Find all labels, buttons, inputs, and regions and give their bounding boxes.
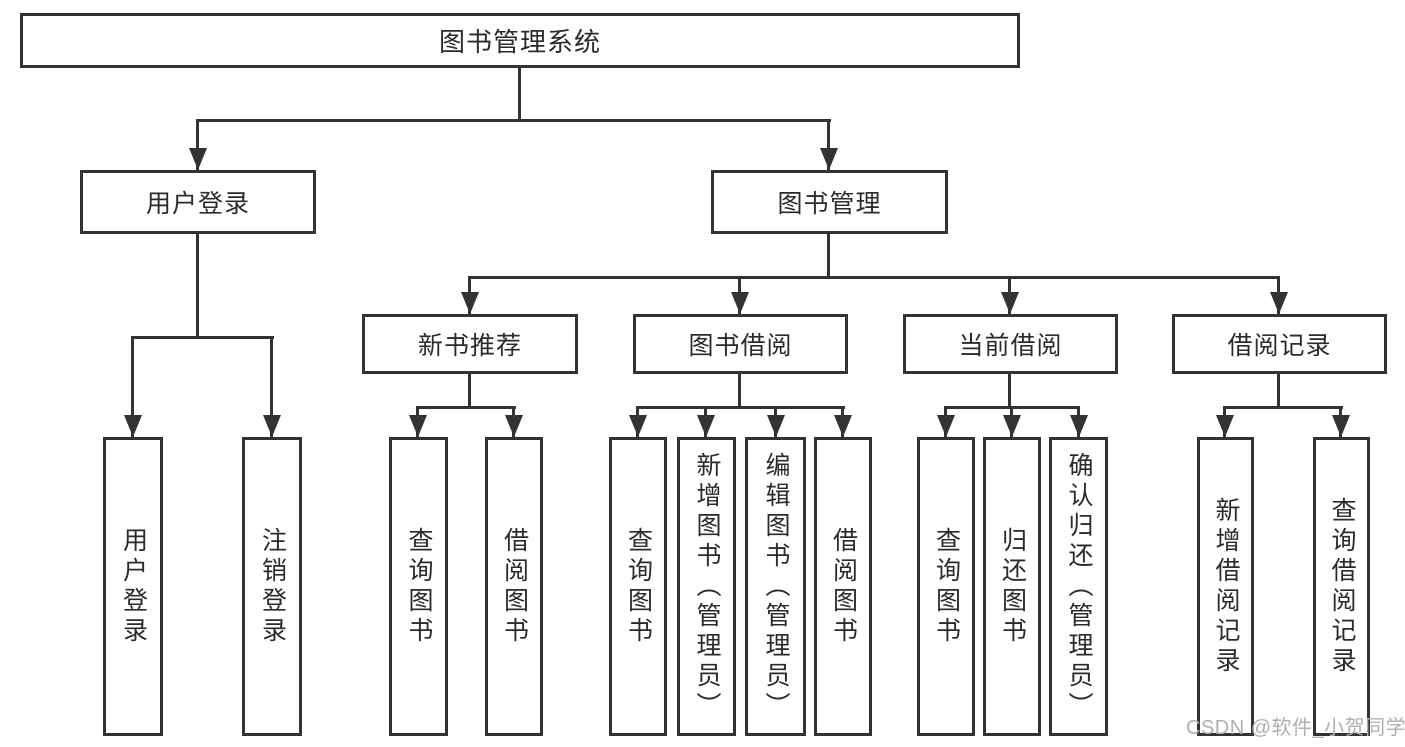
arrow-down-icon [461, 292, 479, 314]
leaf-add-books-admin: 新增图书（管理员） [677, 437, 736, 736]
node-borrowing-records: 借阅记录 [1172, 314, 1387, 374]
leaf-borrow-books-rec: 借阅图书 [485, 437, 543, 736]
connector-line [196, 119, 831, 122]
arrow-down-icon [1332, 415, 1350, 437]
leaf-logout: 注销登录 [242, 437, 302, 736]
arrow-down-icon [1003, 415, 1021, 437]
watermark: CSDN @软件_小贺同学 [1186, 717, 1405, 739]
arrow-down-icon [409, 415, 427, 437]
leaf-label: 归还图书 [998, 526, 1027, 647]
connector-line [468, 276, 1280, 279]
connector-line [196, 119, 199, 170]
leaf-add-borrow-record: 新增借阅记录 [1197, 437, 1254, 736]
arrow-down-icon [937, 415, 955, 437]
leaf-label: 编辑图书（管理员） [762, 451, 790, 722]
leaf-query-borrow-record: 查询借阅记录 [1313, 437, 1370, 736]
leaf-label: 用户登录 [119, 526, 148, 647]
leaf-label: 新增借阅记录 [1212, 496, 1240, 677]
connector-line [518, 67, 521, 120]
arrow-down-icon [1270, 292, 1288, 314]
arrow-down-icon [1070, 415, 1088, 437]
node-user-login: 用户登录 [80, 170, 316, 234]
arrow-down-icon [189, 148, 207, 170]
arrow-down-icon [1216, 415, 1234, 437]
leaf-label: 注销登录 [258, 526, 287, 647]
leaf-label: 查询图书 [932, 526, 961, 647]
connector-line [827, 234, 830, 276]
leaf-query-books-rec: 查询图书 [389, 437, 448, 736]
leaf-label: 查询借阅记录 [1328, 496, 1356, 677]
arrow-down-icon [505, 415, 523, 437]
leaf-confirm-return-admin: 确认归还（管理员） [1049, 437, 1108, 736]
leaf-label: 查询图书 [405, 526, 433, 647]
leaf-label: 查询图书 [624, 526, 653, 647]
connector-line [416, 406, 516, 409]
connector-line [468, 374, 471, 406]
connector-line [270, 336, 273, 437]
connector-line [1223, 406, 1343, 409]
arrow-down-icon [697, 415, 715, 437]
leaf-label: 新增图书（管理员） [693, 451, 721, 722]
arrow-down-icon [820, 148, 838, 170]
node-book-management: 图书管理 [711, 170, 948, 234]
arrow-down-icon [731, 292, 749, 314]
arrow-down-icon [124, 415, 142, 437]
leaf-label: 借阅图书 [829, 526, 858, 647]
connector-line [131, 336, 134, 437]
leaf-label: 确认归还（管理员） [1065, 451, 1093, 722]
arrow-down-icon [629, 415, 647, 437]
leaf-return-books: 归还图书 [983, 437, 1041, 736]
leaf-borrow-books: 借阅图书 [814, 437, 872, 736]
connector-line [131, 336, 274, 339]
arrow-down-icon [1001, 292, 1019, 314]
arrow-down-icon [834, 415, 852, 437]
arrow-down-icon [263, 415, 281, 437]
connector-line [636, 406, 845, 409]
arrow-down-icon [767, 415, 785, 437]
leaf-label: 借阅图书 [500, 526, 529, 647]
leaf-query-books-current: 查询图书 [917, 437, 975, 736]
connector-line [1008, 374, 1011, 406]
node-new-book-recommendation: 新书推荐 [362, 314, 578, 374]
node-book-borrowing: 图书借阅 [633, 314, 848, 374]
node-current-borrowing: 当前借阅 [903, 314, 1118, 374]
node-library-management-system: 图书管理系统 [20, 13, 1020, 68]
leaf-user-login: 用户登录 [103, 437, 163, 736]
connector-line [827, 119, 830, 170]
connector-line [738, 374, 741, 406]
leaf-edit-books-admin: 编辑图书（管理员） [745, 437, 806, 736]
leaf-query-books-borrow: 查询图书 [609, 437, 667, 736]
connector-line [1277, 374, 1280, 406]
connector-line [196, 234, 199, 336]
